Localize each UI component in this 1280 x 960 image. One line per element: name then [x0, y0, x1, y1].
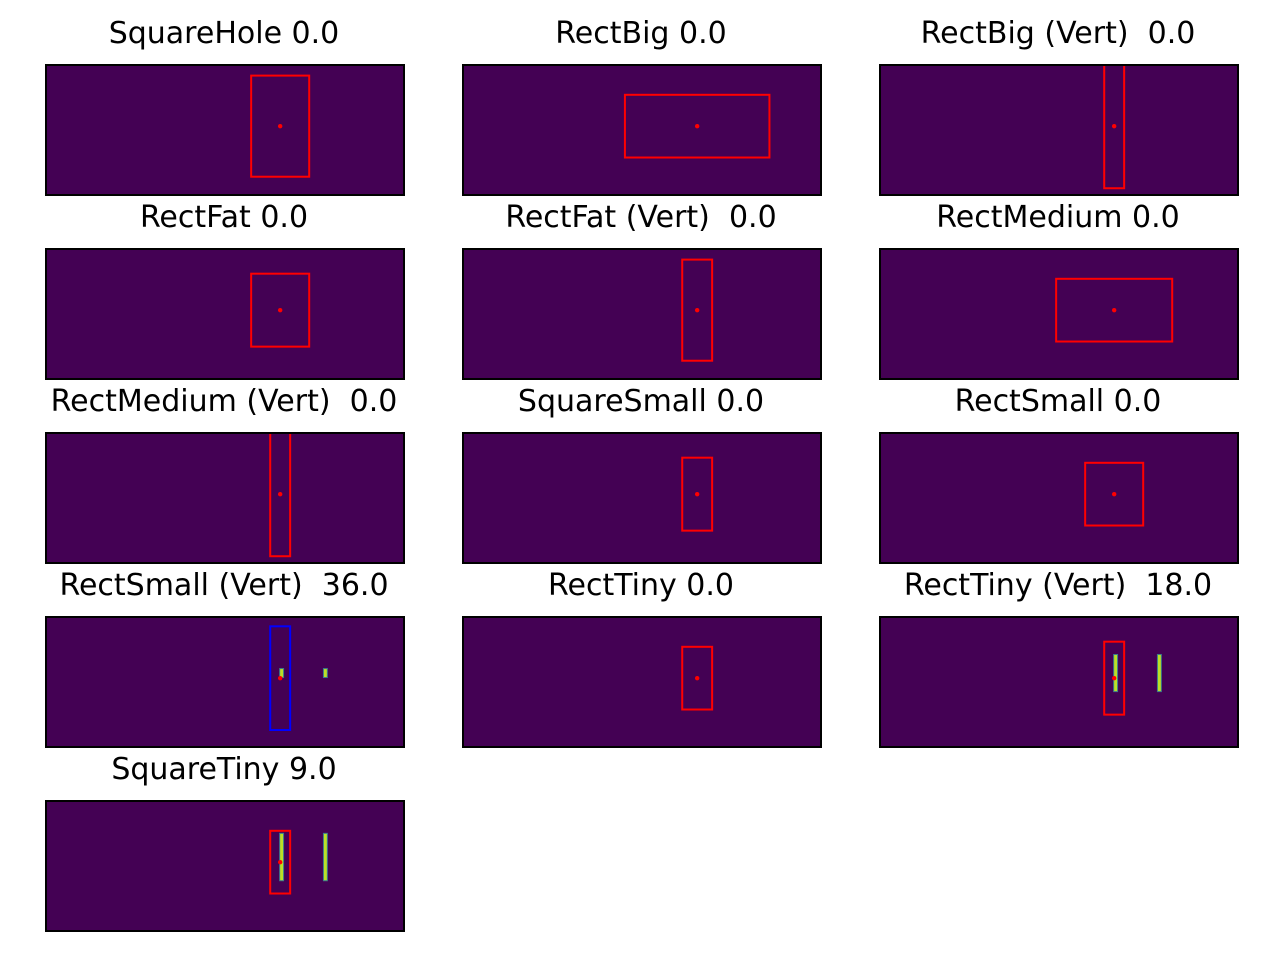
highlight-region — [322, 832, 328, 882]
highlight-region — [279, 832, 285, 882]
panel-title: RectMedium 0.0 — [936, 200, 1180, 235]
panel-title: RectBig (Vert) 0.0 — [920, 16, 1196, 51]
center-point — [694, 675, 700, 681]
panel-title: SquareTiny 9.0 — [111, 752, 337, 787]
heatmap-background — [881, 66, 1237, 194]
heatmap-plot — [47, 66, 403, 194]
highlight-region — [322, 668, 328, 679]
heatmap-panel — [45, 432, 405, 564]
center-point — [1111, 307, 1117, 313]
bounding-box — [1103, 66, 1126, 190]
center-point — [277, 307, 283, 313]
heatmap-panel — [879, 432, 1239, 564]
heatmap-panel — [45, 248, 405, 380]
bounding-box — [269, 434, 292, 558]
center-point — [694, 491, 700, 497]
heatmap-background — [47, 66, 403, 194]
panel-title: RectTiny 0.0 — [548, 568, 734, 603]
center-point — [277, 491, 283, 497]
heatmap-background — [47, 250, 403, 378]
bounding-box — [681, 645, 714, 711]
panel-title: RectMedium (Vert) 0.0 — [50, 384, 398, 419]
bounding-box — [250, 272, 311, 348]
bounding-box — [681, 456, 714, 532]
heatmap-plot — [464, 618, 820, 746]
bounding-box — [1055, 277, 1174, 343]
heatmap-plot — [464, 250, 820, 378]
heatmap-plot — [47, 250, 403, 378]
panel-title: RectSmall (Vert) 36.0 — [59, 568, 389, 603]
heatmap-background — [464, 250, 820, 378]
bounding-box — [269, 829, 292, 895]
center-point — [1111, 123, 1117, 129]
highlight-region — [1113, 653, 1119, 693]
panel-title: RectTiny (Vert) 18.0 — [903, 568, 1213, 603]
heatmap-plot — [881, 66, 1237, 194]
heatmap-background — [464, 618, 820, 746]
center-point — [694, 307, 700, 313]
center-point — [277, 123, 283, 129]
center-point — [277, 859, 283, 865]
heatmap-panel — [462, 616, 822, 748]
heatmap-plot — [881, 434, 1237, 562]
heatmap-plot — [881, 618, 1237, 746]
panel-title: RectBig 0.0 — [555, 16, 727, 51]
heatmap-panel — [45, 616, 405, 748]
center-point — [1111, 491, 1117, 497]
heatmap-panel — [462, 248, 822, 380]
heatmap-panel — [879, 64, 1239, 196]
center-point — [694, 123, 700, 129]
heatmap-plot — [47, 434, 403, 562]
panel-title: RectFat (Vert) 0.0 — [505, 200, 777, 235]
bounding-box — [1084, 461, 1145, 527]
heatmap-panel — [879, 248, 1239, 380]
bounding-box — [269, 625, 292, 731]
heatmap-background — [881, 250, 1237, 378]
heatmap-panel — [462, 432, 822, 564]
heatmap-plot — [464, 66, 820, 194]
center-point — [1111, 675, 1117, 681]
bounding-box — [1103, 640, 1126, 716]
heatmap-background — [881, 618, 1237, 746]
panel-title: SquareHole 0.0 — [108, 16, 340, 51]
heatmap-background — [47, 802, 403, 930]
panel-title: RectSmall 0.0 — [954, 384, 1162, 419]
panel-title: SquareSmall 0.0 — [517, 384, 765, 419]
bounding-box — [250, 74, 311, 178]
heatmap-background — [47, 618, 403, 746]
center-point — [277, 675, 283, 681]
heatmap-background — [47, 434, 403, 562]
heatmap-background — [464, 66, 820, 194]
heatmap-plot — [47, 618, 403, 746]
highlight-region — [1156, 653, 1162, 693]
heatmap-panel — [879, 616, 1239, 748]
heatmap-plot — [464, 434, 820, 562]
bounding-box — [681, 258, 714, 362]
heatmap-plot — [881, 250, 1237, 378]
heatmap-panel — [462, 64, 822, 196]
heatmap-plot — [47, 802, 403, 930]
heatmap-background — [881, 434, 1237, 562]
heatmap-panel — [45, 64, 405, 196]
heatmap-panel — [45, 800, 405, 932]
heatmap-background — [464, 434, 820, 562]
bounding-box — [623, 93, 771, 159]
panel-title: RectFat 0.0 — [139, 200, 309, 235]
